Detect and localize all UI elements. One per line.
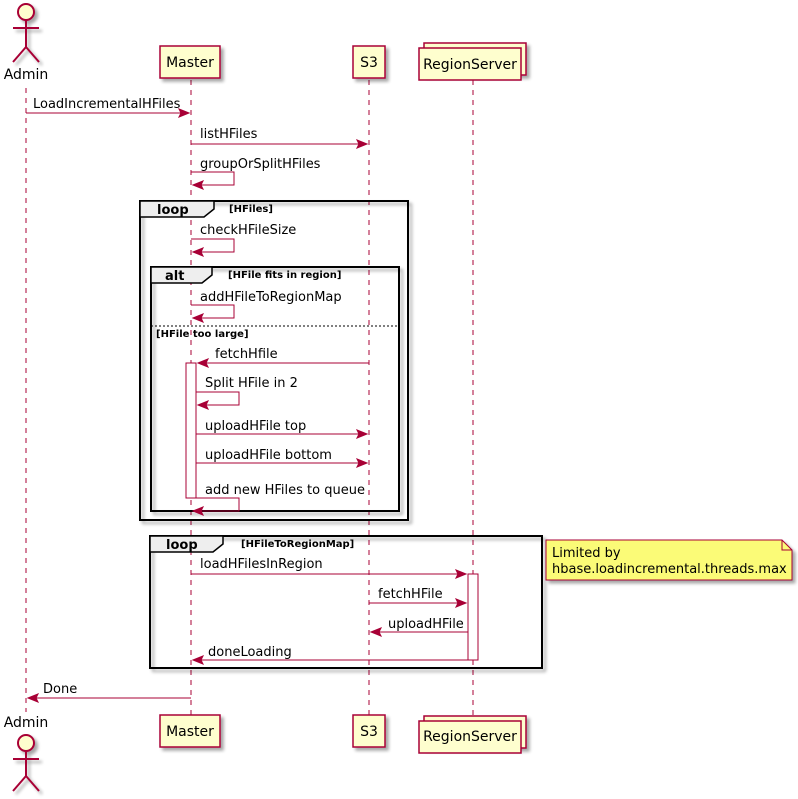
message-upload-hfile-bottom <box>196 458 369 468</box>
message-label: uploadHFile bottom <box>205 448 332 463</box>
message-load-hfiles-in-region <box>191 569 468 579</box>
message-upload-hfile-rs <box>369 627 468 637</box>
message-split-hfile <box>196 391 240 410</box>
message-label: loadHFilesInRegion <box>200 557 323 572</box>
message-label: add new HFiles to queue <box>205 483 365 498</box>
note-thread-limit: Limited by hbase.loadincremental.threads… <box>545 539 793 581</box>
else-guard: [HFile too large] <box>156 329 249 340</box>
frame-keyword: alt <box>165 269 184 284</box>
message-label: checkHFileSize <box>200 223 296 238</box>
note-line-1: Limited by <box>552 546 621 561</box>
participant-label: RegionServer <box>423 729 517 745</box>
participant-s3-top[interactable]: S3 <box>352 45 386 79</box>
actor-admin-top[interactable]: Admin <box>4 3 49 83</box>
participant-label: Master <box>166 55 214 71</box>
actor-icon <box>12 734 40 792</box>
participant-s3-bottom[interactable]: S3 <box>352 714 386 748</box>
participant-regionserver-top[interactable]: RegionServer <box>418 42 527 81</box>
message-upload-hfile-top <box>196 429 369 439</box>
frame-keyword: loop <box>157 203 189 218</box>
message-add-new-hfiles <box>191 497 240 516</box>
message-label: Done <box>43 682 77 697</box>
message-label: listHFiles <box>200 127 258 142</box>
message-list-hfiles <box>191 139 369 149</box>
message-fetch-hfile <box>196 358 369 368</box>
message-label: LoadIncrementalHFiles <box>33 97 181 112</box>
frame-keyword: loop <box>166 538 198 553</box>
message-done-loading <box>191 655 468 665</box>
message-label: doneLoading <box>208 645 292 660</box>
message-label: addHFileToRegionMap <box>200 290 342 305</box>
note-line-2: hbase.loadincremental.threads.max <box>552 562 787 577</box>
message-label: fetchHfile <box>215 347 278 362</box>
frame-guard: [HFiles] <box>229 204 273 215</box>
message-arrows <box>26 108 468 703</box>
message-check-hfile-size <box>191 238 235 257</box>
alt-frame: alt [HFile fits in region] [HFile too la… <box>150 266 400 512</box>
participant-label: S3 <box>360 724 378 740</box>
actor-icon <box>12 3 40 63</box>
participant-label: S3 <box>360 55 378 71</box>
participant-label: Master <box>166 724 214 740</box>
participant-regionserver-bottom[interactable]: RegionServer <box>418 715 527 754</box>
message-add-hfile-to-region-map <box>191 304 235 323</box>
activation-regionserver <box>467 573 479 661</box>
message-label: groupOrSplitHFiles <box>200 157 321 172</box>
message-label: Split HFile in 2 <box>205 376 298 391</box>
frame-guard: [HFileToRegionMap] <box>241 539 354 550</box>
message-group-or-split-hfiles <box>191 171 235 190</box>
message-label: fetchHFile <box>378 587 443 602</box>
participant-master-top[interactable]: Master <box>159 45 221 79</box>
message-done <box>26 693 191 703</box>
frame-guard: [HFile fits in region] <box>228 270 341 281</box>
message-fetch-hfile-rs <box>369 598 468 608</box>
actor-label: Admin <box>4 715 49 731</box>
participant-master-bottom[interactable]: Master <box>159 714 221 748</box>
activation-master <box>185 362 197 499</box>
loop-frame-hfiles: loop [HFiles] <box>139 200 409 521</box>
message-label: uploadHFile top <box>205 419 306 434</box>
actor-label: Admin <box>4 67 49 83</box>
loop-frame-regionmap: loop [HFileToRegionMap] <box>149 535 543 669</box>
actor-admin-bottom[interactable]: Admin <box>4 715 49 792</box>
participant-label: RegionServer <box>423 57 517 73</box>
message-label: uploadHFile <box>388 617 464 632</box>
message-labels: LoadIncrementalHFiles listHFiles groupOr… <box>33 97 464 697</box>
message-load-incremental-hfiles <box>26 108 191 118</box>
